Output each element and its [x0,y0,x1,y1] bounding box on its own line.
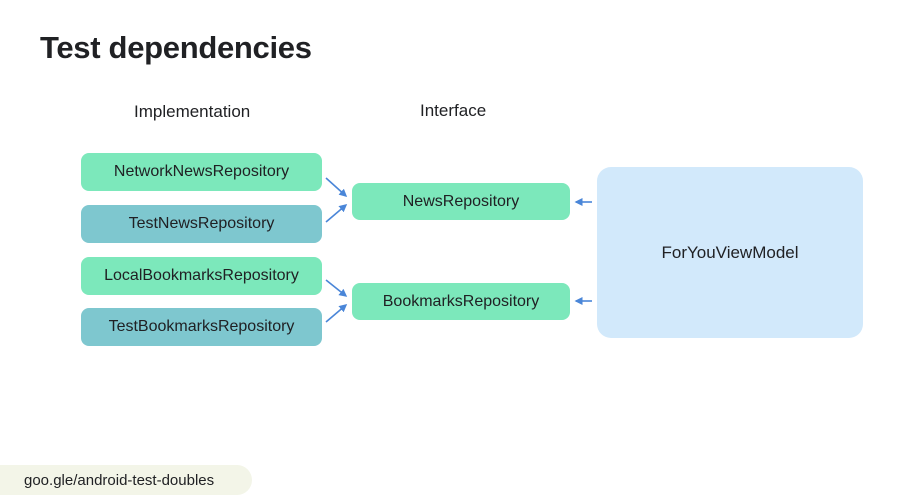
footer-link-text: goo.gle/android-test-doubles [24,471,215,489]
arrow-testbm-to-bookmarks [325,304,348,323]
arrow-network-to-news [325,177,348,198]
slide-title: Test dependencies [40,30,312,65]
arrow-testnews-to-news [325,204,348,223]
arrow-localbm-to-bookmarks [325,279,348,297]
for-you-view-model-box: ForYouViewModel [597,167,863,338]
interface-column-label: Interface [420,101,487,120]
implementation-column-label: Implementation [134,102,251,121]
local-bookmarks-repository-box: LocalBookmarksRepository [81,257,322,295]
test-bookmarks-repository-box: TestBookmarksRepository [81,308,322,346]
footer-link[interactable]: goo.gle/android-test-doubles [0,465,253,495]
test-news-repository-box: TestNewsRepository [81,205,322,243]
bookmarks-repository-interface-box: BookmarksRepository [352,283,570,320]
network-news-repository-box: NetworkNewsRepository [81,153,322,191]
news-repository-interface-box: NewsRepository [352,183,570,220]
